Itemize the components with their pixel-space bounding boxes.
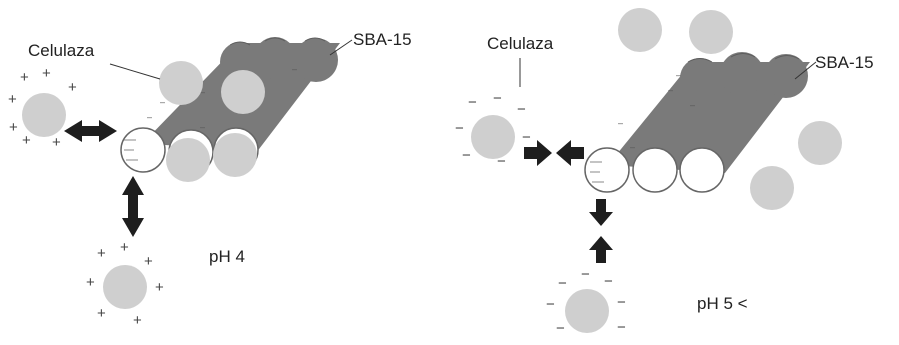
svg-text:−: −: [468, 94, 477, 111]
positive-charges: + + + + + + +: [86, 239, 164, 329]
negative-charges: − − − − − − −: [546, 266, 626, 337]
svg-text:−: −: [604, 273, 613, 290]
enzyme-sphere: [798, 121, 842, 165]
right-panel: – – – – – − − − − − − − −: [455, 8, 874, 337]
pore-face: [632, 147, 678, 193]
enzyme-sphere: [750, 166, 794, 210]
svg-text:–: –: [200, 87, 205, 97]
positive-charges: + + + + + + +: [8, 65, 77, 151]
enzyme-sphere: [618, 8, 662, 52]
enzyme-sphere: [689, 10, 733, 54]
support-label: SBA-15: [815, 53, 874, 72]
svg-text:−: −: [497, 153, 506, 170]
svg-text:−: −: [517, 101, 526, 118]
svg-text:+: +: [120, 239, 129, 256]
enzyme-sphere: [159, 61, 203, 105]
svg-text:+: +: [22, 132, 31, 149]
enzyme-sphere-negative: [471, 115, 515, 159]
svg-text:−: −: [493, 90, 502, 107]
sba15-tubes-right: – – – – –: [584, 52, 810, 193]
svg-text:–: –: [676, 70, 681, 80]
svg-text:–: –: [668, 85, 673, 95]
enzyme-sphere: [221, 70, 265, 114]
svg-text:+: +: [9, 119, 18, 136]
svg-text:−: −: [462, 147, 471, 164]
svg-text:−: −: [617, 319, 626, 336]
arrow-left-icon: [556, 140, 584, 166]
svg-text:+: +: [52, 134, 61, 151]
svg-text:+: +: [97, 245, 106, 262]
enzyme-sphere-positive: [103, 265, 147, 309]
svg-text:+: +: [133, 312, 142, 329]
arrow-right-icon: [524, 140, 552, 166]
double-arrow-horizontal-icon: [64, 120, 117, 142]
pore-face: [120, 127, 166, 173]
svg-text:−: −: [546, 296, 555, 313]
svg-text:–: –: [147, 112, 152, 122]
svg-text:+: +: [97, 305, 106, 322]
enzyme-sphere: [213, 133, 257, 177]
enzyme-label: Celulaza: [487, 34, 554, 53]
svg-text:−: −: [617, 294, 626, 311]
svg-text:–: –: [630, 142, 635, 152]
negative-charges: − − − − − − −: [455, 90, 531, 170]
svg-text:+: +: [20, 69, 29, 86]
arrow-down-icon: [589, 199, 613, 226]
arrow-up-icon: [589, 236, 613, 263]
svg-text:−: −: [522, 129, 531, 146]
svg-text:+: +: [8, 91, 17, 108]
left-panel: – – – – – + + + + + + +: [8, 30, 412, 329]
svg-text:+: +: [68, 79, 77, 96]
enzyme-sphere-negative: [565, 289, 609, 333]
svg-text:+: +: [42, 65, 51, 82]
svg-text:+: +: [144, 253, 153, 270]
enzyme-sphere: [166, 138, 210, 182]
svg-text:+: +: [86, 274, 95, 291]
svg-text:−: −: [556, 320, 565, 337]
pore-face: [584, 147, 630, 193]
svg-text:–: –: [690, 100, 695, 110]
svg-text:–: –: [292, 64, 297, 74]
svg-text:–: –: [618, 118, 623, 128]
enzyme-sphere-positive: [22, 93, 66, 137]
svg-text:+: +: [155, 279, 164, 296]
pore-face: [679, 147, 725, 193]
double-arrow-vertical-icon: [122, 176, 144, 237]
enzyme-label: Celulaza: [28, 41, 95, 60]
svg-text:−: −: [558, 275, 567, 292]
svg-text:−: −: [581, 266, 590, 283]
ph-label: pH 5 <: [697, 294, 748, 313]
svg-text:–: –: [200, 122, 205, 132]
support-label: SBA-15: [353, 30, 412, 49]
svg-text:–: –: [160, 97, 165, 107]
svg-text:−: −: [455, 120, 464, 137]
ph-label: pH 4: [209, 247, 245, 266]
